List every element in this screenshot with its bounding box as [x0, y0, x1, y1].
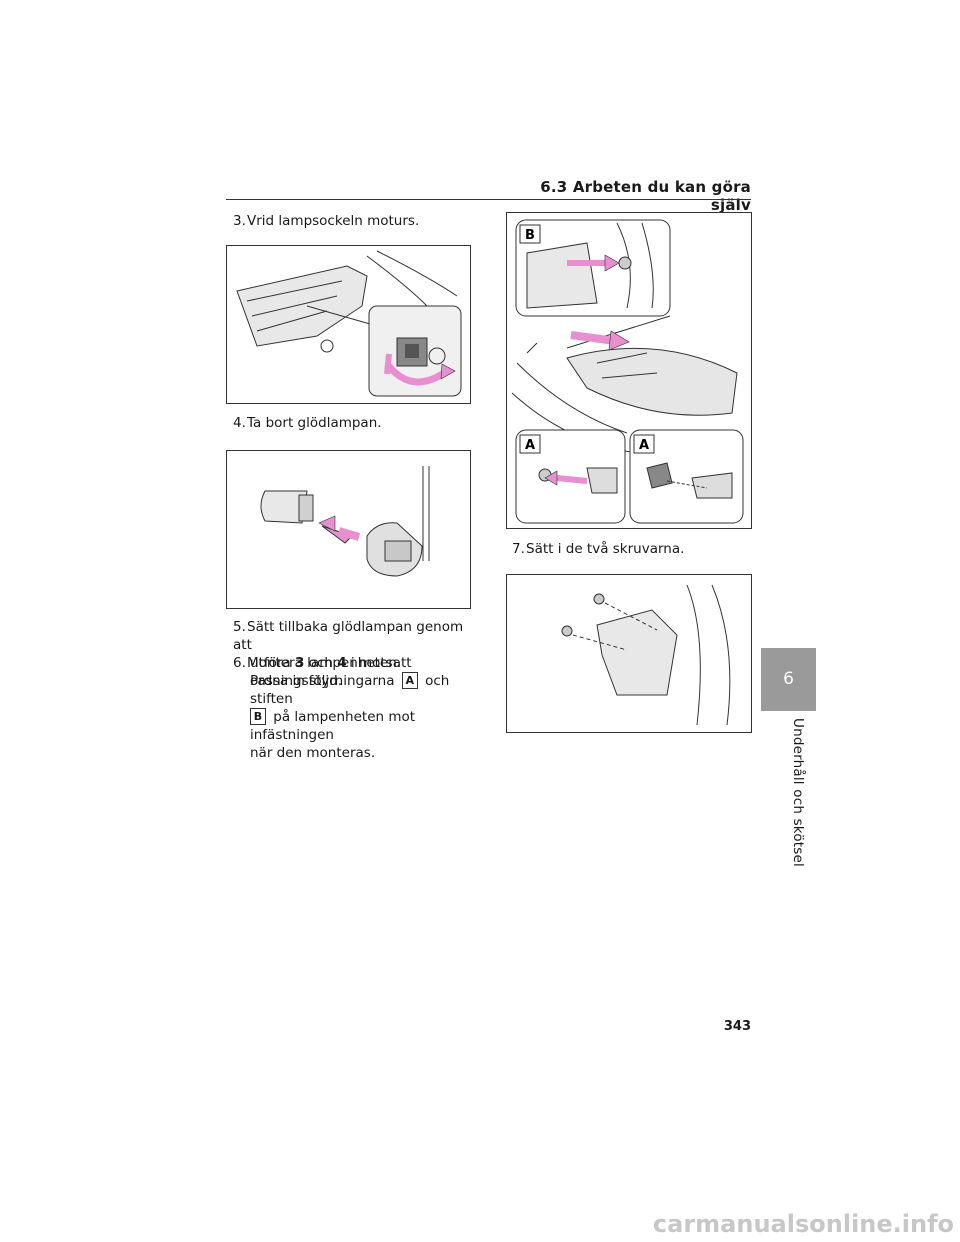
- lamp-mounting-illustration: B A A: [511, 219, 744, 524]
- step-number: 7.: [512, 541, 525, 557]
- step-text: Passa in styrningarna: [250, 673, 395, 689]
- step-text: Montera lampenheten.: [247, 655, 402, 671]
- screws-illustration: [561, 584, 731, 726]
- page-number: 343: [723, 1019, 751, 1034]
- step-text: Sätt i de två skruvarna.: [526, 541, 685, 557]
- step-ref: 3: [294, 655, 305, 671]
- bulb-removal-illustration: [260, 466, 430, 577]
- step-6: 6.Montera lampenheten. Passa in styrning…: [233, 654, 473, 762]
- figure-rotate-socket: [226, 245, 471, 404]
- step-4: 4.Ta bort glödlampan.: [233, 414, 382, 432]
- section-title: 6.3 Arbeten du kan göra själv: [540, 178, 751, 214]
- step-text: och: [304, 655, 338, 671]
- step-text: på lampenheten mot infästningen: [250, 709, 416, 743]
- callout-b-label: B: [525, 228, 535, 243]
- step-text: utföra: [250, 655, 295, 671]
- watermark: carmanualsonline.info: [652, 1210, 954, 1238]
- chapter-label: Underhåll och skötsel: [790, 718, 806, 867]
- figure-remove-bulb: [226, 450, 471, 609]
- step-text: och stiften: [250, 673, 450, 707]
- callout-tag-a: A: [401, 672, 418, 689]
- header-rule: [226, 199, 751, 200]
- step-7: 7.Sätt i de två skruvarna.: [512, 540, 684, 558]
- step-3: 3.Vrid lampsockeln moturs.: [233, 212, 419, 230]
- callout-a-right-label: A: [639, 438, 649, 453]
- callout-tag-b: B: [250, 708, 266, 725]
- step-text: Ta bort glödlampan.: [247, 415, 382, 431]
- step-number: 3.: [233, 213, 246, 229]
- step-text: Vrid lampsockeln moturs.: [247, 213, 420, 229]
- step-ref: 4: [337, 655, 347, 671]
- chapter-tab: 6: [761, 648, 816, 711]
- step-text: i motsatt ordningsföljd.: [250, 655, 412, 689]
- step-text: Sätt tillbaka glödlampan genom att: [233, 619, 464, 653]
- figure-install-screws: [506, 574, 752, 733]
- step-number: 5.: [233, 619, 246, 635]
- lamp-socket-illustration: [236, 250, 462, 397]
- figure-mount-lamp: B A A: [506, 212, 752, 529]
- step-number: 4.: [233, 415, 246, 431]
- step-5: 5.Sätt tillbaka glödlampan genom att utf…: [233, 618, 473, 690]
- callout-a-left-label: A: [525, 438, 535, 453]
- step-text: när den monteras.: [250, 745, 376, 761]
- step-number: 6.: [233, 655, 246, 671]
